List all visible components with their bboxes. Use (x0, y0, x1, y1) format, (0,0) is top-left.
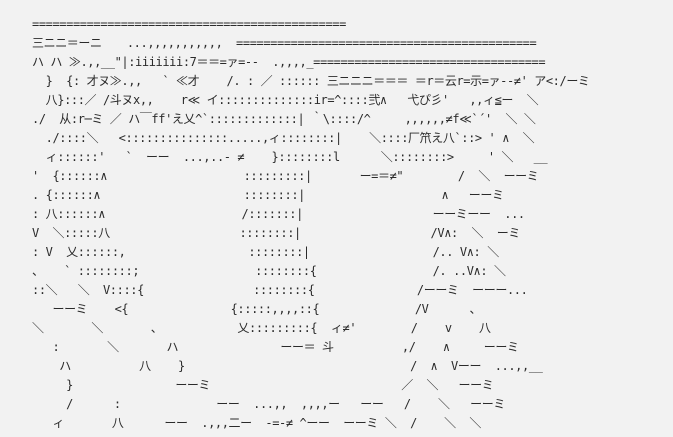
ascii-art-line: ハ ハ ≫.,,__"|:iiiiiii:7＝＝=ァ=-- .,,,,_====… (32, 55, 546, 69)
ascii-art-line: ./::::＼ <:::::::::::::::.....,ィ::::::::|… (32, 131, 535, 145)
ascii-art-line: ' {::::::∧ :::::::::| ー=＝≠" / ＼ ーーミ (32, 169, 539, 183)
ascii-art-line: ィ 八 ーー .,,,二ー -=-≠ ^ーー ーーミ ＼ / ＼ ＼ (32, 416, 482, 430)
ascii-art-line: ィ::::::' ` ーー ...,..- ≠ }::::::::l ＼::::… (32, 150, 548, 164)
ascii-art-line: ./ 从:r─ミ ／ ハ￣ff'え乂^`:::::::::::::| ｀\:::… (32, 112, 536, 126)
ascii-art-line: ＼ ＼ 、 乂:::::::::{ ィ≠' / v 八 (32, 321, 491, 335)
ascii-art-line: ーーミ <{ {:::::,,,,::{ /V 、 (32, 302, 482, 316)
ascii-art-line: / : ーー ...,, ,,,,ー ーー / ＼ ーーミ (32, 397, 505, 411)
ascii-art-line: V ＼:::::八 ::::::::| /V∧: ＼ ーミ (32, 226, 520, 240)
ascii-art-line: ハ 八 } / ∧ Vーー ...,,__ (32, 359, 543, 373)
ascii-art-line: } {: 才ヌ≫.,, ` ≪才 /. : ／ :::::: 三ニニニ＝＝＝ ＝… (32, 74, 590, 88)
ascii-art-line: } ーーミ ／ ＼ ーーミ (32, 378, 494, 392)
ascii-art-line: 、 ` ::::::::; ::::::::{ /. ..V∧: ＼ (32, 264, 506, 278)
ascii-art-line: : 八::::::∧ /:::::::| ーーミーー ... (32, 207, 525, 221)
ascii-art-line: : ＼ ハ ーー＝ 斗 ,/ ∧ ーーミ (32, 340, 519, 354)
ascii-art-line: ========================================… (32, 17, 346, 31)
ascii-art-line: : V 乂::::::, ::::::::| /.. V∧: ＼ (32, 245, 499, 259)
ascii-art-line: 八}:::／ /斗ヌx,, r≪ イ::::::::::::::ir=^::::… (32, 93, 539, 107)
ascii-art-line: ::＼ ＼ V::::{ ::::::::{ /ーーミ ーーー... (32, 283, 528, 297)
ascii-art-line: . {::::::∧ ::::::::| ∧ ーーミ (32, 188, 504, 202)
ascii-art-line: 三ニニ＝ーニ ...,,,,,,,,,,, ==================… (32, 36, 537, 50)
